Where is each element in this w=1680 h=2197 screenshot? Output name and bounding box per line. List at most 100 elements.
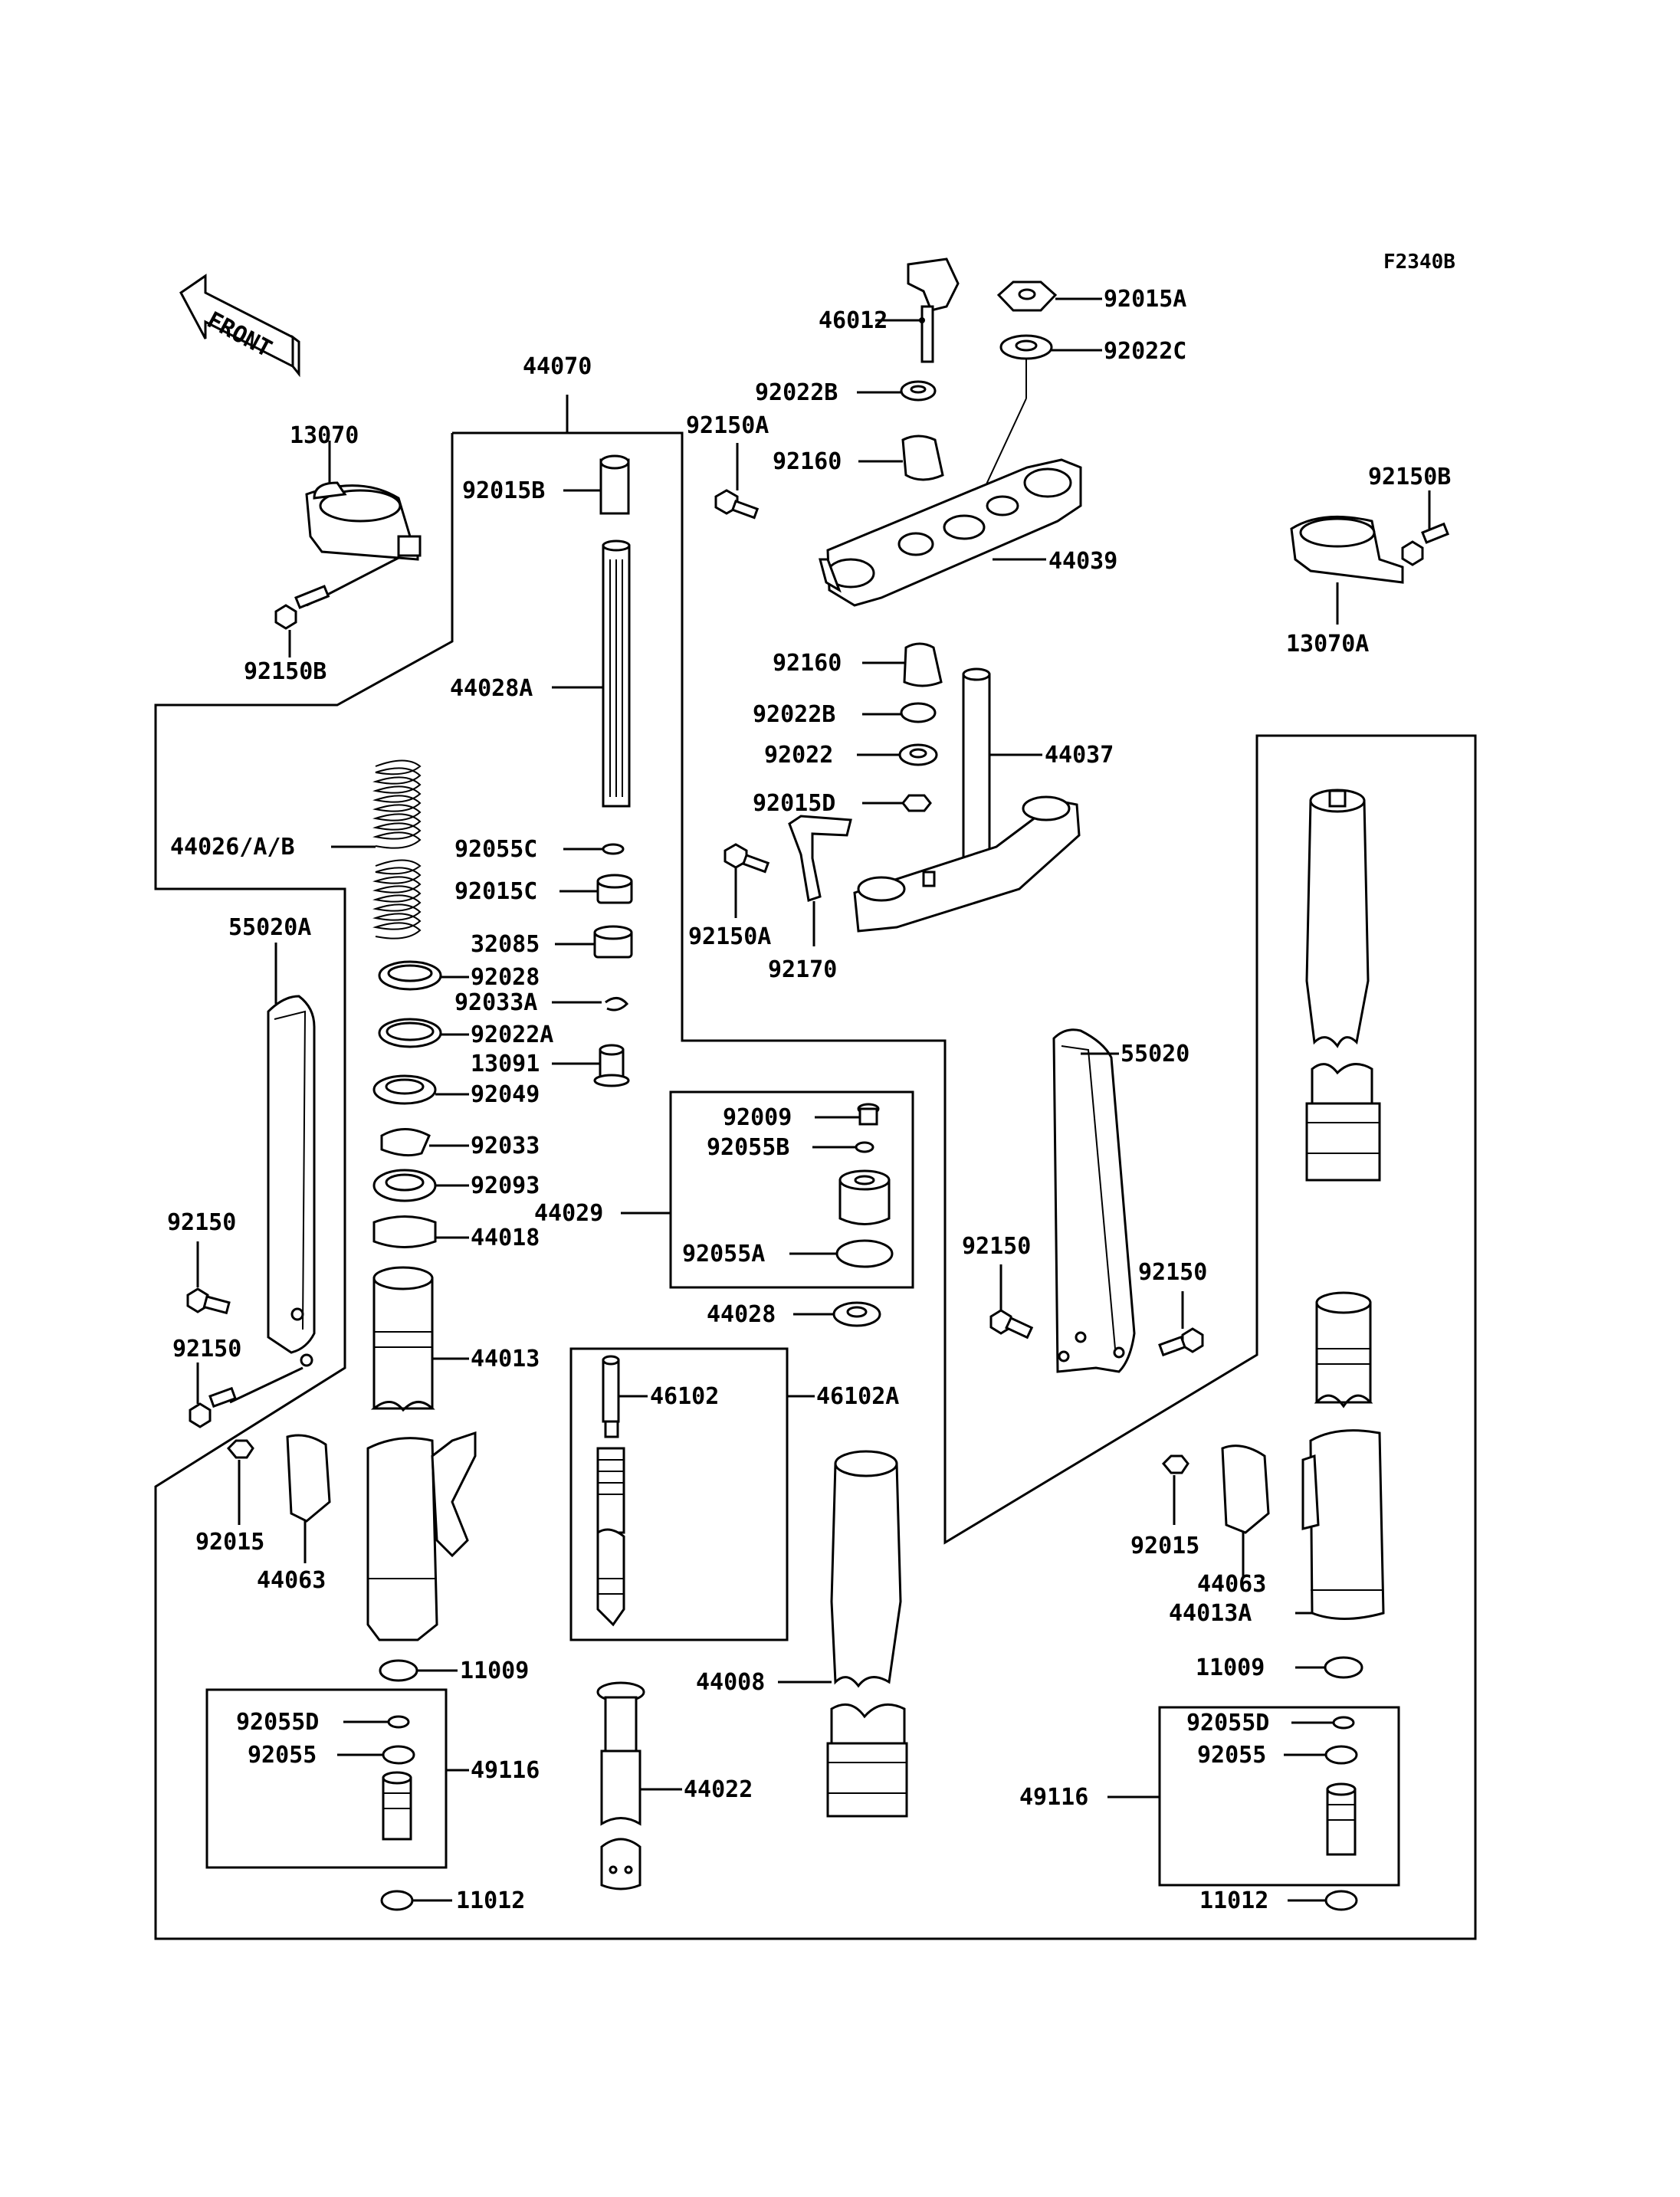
part-92022B-mid bbox=[900, 702, 937, 723]
label-44028A: 44028A bbox=[450, 675, 533, 702]
part-92033 bbox=[380, 1128, 431, 1157]
label-44013A: 44013A bbox=[1169, 1600, 1252, 1627]
label-92015A: 92015A bbox=[1104, 286, 1186, 313]
label-92170: 92170 bbox=[768, 956, 837, 983]
label-13091: 13091 bbox=[471, 1051, 540, 1077]
part-46102 bbox=[596, 1355, 625, 1627]
label-92033A: 92033A bbox=[454, 989, 537, 1016]
label-92150B-right: 92150B bbox=[1368, 464, 1451, 490]
label-92150-left-2: 92150 bbox=[172, 1336, 241, 1362]
part-92150A-top bbox=[714, 489, 760, 520]
label-92049: 92049 bbox=[471, 1081, 540, 1108]
part-92055D-left bbox=[387, 1715, 410, 1729]
part-49116-valve-left bbox=[382, 1771, 412, 1841]
part-92150-left-1 bbox=[186, 1287, 231, 1315]
part-44013A bbox=[1301, 1291, 1385, 1620]
part-92055-right bbox=[1324, 1745, 1358, 1765]
label-11012-left: 11012 bbox=[456, 1887, 525, 1914]
part-44028 bbox=[832, 1301, 881, 1327]
label-49116-right: 49116 bbox=[1019, 1784, 1088, 1811]
part-92160-mid bbox=[903, 642, 943, 687]
label-13070: 13070 bbox=[290, 422, 359, 449]
label-44028: 44028 bbox=[707, 1301, 776, 1328]
label-44013: 44013 bbox=[471, 1346, 540, 1372]
part-92150-right-2 bbox=[1158, 1327, 1204, 1357]
label-46102A: 46102A bbox=[816, 1383, 899, 1410]
label-32085: 32085 bbox=[471, 931, 540, 958]
label-44029: 44029 bbox=[534, 1200, 603, 1227]
label-44063-left: 44063 bbox=[257, 1567, 326, 1594]
part-44029-cap bbox=[838, 1169, 891, 1225]
part-92033A bbox=[605, 997, 629, 1012]
label-92022C: 92022C bbox=[1104, 338, 1186, 365]
label-13070A: 13070A bbox=[1286, 631, 1369, 657]
part-55020 bbox=[1052, 1028, 1136, 1373]
part-46012 bbox=[907, 257, 960, 363]
diagram-code: F2340B bbox=[1383, 251, 1455, 274]
part-44008 bbox=[826, 1450, 908, 1818]
label-92150B-left: 92150B bbox=[244, 658, 326, 685]
label-44039: 44039 bbox=[1048, 548, 1117, 575]
label-92015B: 92015B bbox=[462, 477, 545, 504]
label-92150A-top: 92150A bbox=[686, 412, 769, 439]
label-44063-right: 44063 bbox=[1197, 1571, 1266, 1598]
label-44018: 44018 bbox=[471, 1225, 540, 1251]
part-92055-left bbox=[382, 1745, 415, 1765]
part-44013 bbox=[366, 1266, 477, 1641]
part-13070 bbox=[305, 481, 422, 561]
part-92055B bbox=[855, 1141, 874, 1153]
label-92055D-right: 92055D bbox=[1186, 1710, 1269, 1736]
label-44037: 44037 bbox=[1045, 742, 1114, 769]
label-92055C: 92055C bbox=[454, 836, 537, 863]
part-49116-valve-right bbox=[1326, 1782, 1357, 1856]
part-92055D-right bbox=[1332, 1716, 1355, 1730]
part-92009 bbox=[857, 1103, 880, 1126]
label-92055B: 92055B bbox=[707, 1134, 789, 1161]
label-92028: 92028 bbox=[471, 964, 540, 991]
part-44022 bbox=[596, 1681, 645, 1890]
part-44008-right bbox=[1305, 789, 1381, 1182]
part-13091 bbox=[593, 1044, 630, 1087]
label-46012: 46012 bbox=[819, 307, 888, 334]
label-92009: 92009 bbox=[723, 1104, 792, 1131]
part-55020A bbox=[267, 995, 316, 1367]
part-44063-left bbox=[286, 1434, 331, 1523]
label-92022B-mid: 92022B bbox=[753, 701, 835, 728]
label-92055A: 92055A bbox=[682, 1241, 765, 1267]
part-44063-right bbox=[1221, 1444, 1270, 1534]
part-92055C bbox=[602, 843, 625, 855]
part-92150-right-1 bbox=[989, 1309, 1034, 1340]
part-92170 bbox=[788, 815, 852, 902]
label-92022A: 92022A bbox=[471, 1021, 553, 1048]
part-92160-top bbox=[901, 434, 944, 481]
part-44037 bbox=[853, 667, 1081, 933]
label-44026AB: 44026/A/B bbox=[170, 834, 295, 861]
part-92015-right bbox=[1161, 1454, 1189, 1474]
label-92150A-mid: 92150A bbox=[688, 923, 771, 950]
label-11009-right: 11009 bbox=[1196, 1654, 1265, 1681]
label-92150-left-1: 92150 bbox=[167, 1209, 236, 1236]
label-92150-right-1: 92150 bbox=[962, 1233, 1031, 1260]
box-46102A bbox=[569, 1347, 789, 1641]
label-92033: 92033 bbox=[471, 1133, 540, 1159]
label-92093: 92093 bbox=[471, 1172, 540, 1199]
part-11012-left bbox=[380, 1890, 414, 1911]
label-92015-left: 92015 bbox=[195, 1529, 264, 1556]
group-outline-44070 bbox=[154, 431, 1477, 1940]
label-44070: 44070 bbox=[523, 353, 592, 380]
part-92015-left bbox=[226, 1439, 254, 1459]
part-92055A bbox=[835, 1239, 894, 1268]
label-55020A: 55020A bbox=[228, 914, 311, 941]
label-92015-right: 92015 bbox=[1130, 1533, 1199, 1559]
part-92150-left-2 bbox=[189, 1386, 237, 1428]
front-arrow-icon: FRONT bbox=[179, 274, 300, 378]
part-13070A bbox=[1290, 515, 1404, 584]
label-92055D-left: 92055D bbox=[236, 1709, 319, 1736]
label-44022: 44022 bbox=[684, 1776, 753, 1803]
part-11009-right bbox=[1324, 1656, 1363, 1679]
part-92150B-left bbox=[274, 585, 330, 630]
part-44026-spring bbox=[372, 759, 422, 939]
label-55020: 55020 bbox=[1121, 1041, 1189, 1067]
label-49116-left: 49116 bbox=[471, 1757, 540, 1784]
